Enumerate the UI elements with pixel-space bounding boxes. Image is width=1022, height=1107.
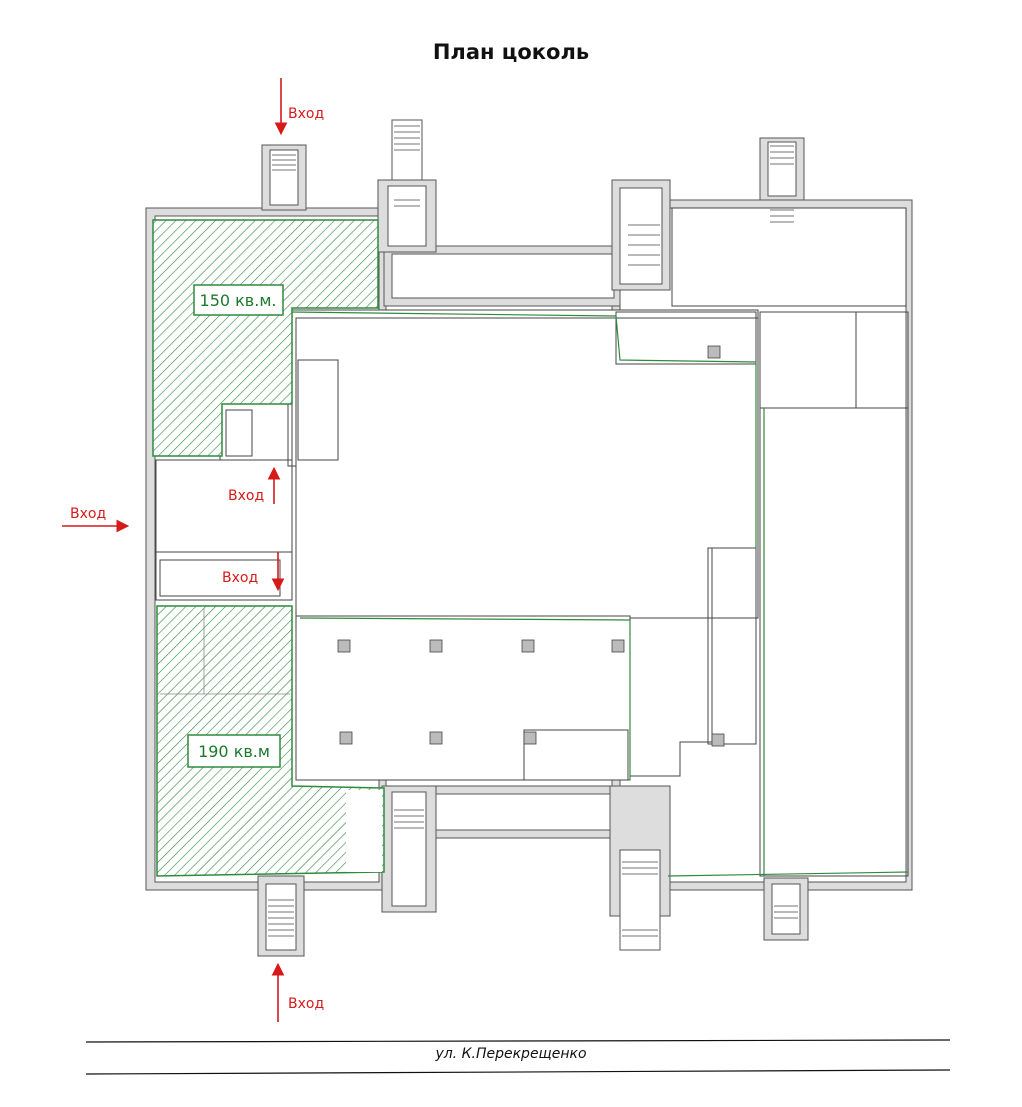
area-south-label: 190 кв.м [198,742,270,761]
entry-label-middle-down: Вход [222,570,258,586]
hall-outline [289,311,909,877]
area-north-label: 150 кв.м. [200,291,277,310]
entry-label-bottom: Вход [288,996,324,1012]
entry-label-middle-up: Вход [228,488,264,504]
entry-label-left: Вход [70,506,106,522]
street-line-top [85,1039,951,1043]
plan-title: План цоколь [432,40,590,64]
entry-arrows [62,78,288,1022]
columns [337,345,725,747]
street-name: ул. К.Перекрещенко [435,1046,587,1062]
area-north [152,219,379,457]
stair-treads [268,125,798,937]
street-line-bottom [85,1069,951,1075]
area-north-label-box [193,284,284,316]
area-south-label-box [187,734,281,768]
stair-towers [257,119,809,957]
entry-label-top: Вход [288,106,324,122]
